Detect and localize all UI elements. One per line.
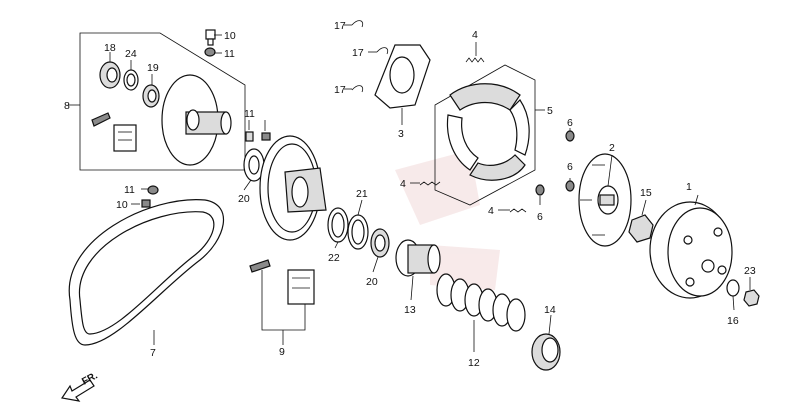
- part-11-nut-upper: [204, 47, 216, 57]
- part-12-spring: [436, 273, 526, 332]
- callout-21: 21: [356, 188, 368, 200]
- part-16-washer: [726, 279, 740, 297]
- callout-6-a: 6: [567, 117, 573, 129]
- part-8-plate: [113, 124, 137, 152]
- callout-6-c: 6: [537, 211, 543, 223]
- callout-4-top: 4: [472, 29, 478, 41]
- callout-15: 15: [640, 187, 652, 199]
- callout-11-lower: 11: [124, 184, 135, 196]
- part-1-clutch-outer: [649, 201, 733, 299]
- callout-4-mid: 4: [400, 178, 406, 190]
- callout-20-left: 20: [238, 193, 250, 205]
- part-21-o-ring: [347, 214, 369, 250]
- front-direction-arrow-icon: [60, 379, 95, 402]
- part-24-ring: [123, 69, 139, 91]
- part-10-bolt-lower: [141, 199, 151, 208]
- part-9-plate: [287, 269, 315, 305]
- part-11-bolt-mid: [245, 131, 254, 142]
- part-driven-face: [259, 135, 327, 241]
- callout-24: 24: [125, 48, 137, 60]
- callout-2: 2: [609, 142, 615, 154]
- part-4-spring-top: [465, 57, 485, 63]
- front-direction-label: FR.: [80, 370, 100, 387]
- callout-12: 12: [468, 357, 480, 369]
- part-20-seal: [370, 228, 390, 258]
- callout-17-a: 17: [334, 20, 346, 32]
- part-drive-face: [161, 74, 232, 166]
- callout-5: 5: [547, 105, 553, 117]
- callout-8: 8: [64, 100, 70, 112]
- callout-3: 3: [398, 128, 404, 140]
- callout-19: 19: [147, 62, 159, 74]
- part-9-pin: [249, 259, 271, 273]
- callout-6-b: 6: [567, 161, 573, 173]
- callout-1: 1: [686, 181, 692, 193]
- callout-7: 7: [150, 347, 156, 359]
- part-2-drive-plate: [578, 153, 632, 247]
- callout-20-right: 20: [366, 276, 378, 288]
- part-8-clip: [91, 112, 111, 127]
- callout-11-mid: 11: [244, 108, 255, 120]
- group-box-5: [434, 64, 536, 206]
- callout-9: 9: [279, 346, 285, 358]
- part-17-clip-1: [351, 20, 364, 28]
- part-17-clip-2: [376, 47, 389, 55]
- part-13-seal-collar: [395, 239, 441, 277]
- part-3-plate: [374, 44, 431, 109]
- callout-17-c: 17: [334, 84, 346, 96]
- callout-23: 23: [744, 265, 756, 277]
- brand-watermark: [395, 150, 500, 290]
- part-14-collar: [531, 333, 561, 371]
- callout-labels: 1 2 3 4 4 4 5 6 6 6 6 7 8 9 10 10 11 11 …: [64, 20, 756, 388]
- callout-18: 18: [104, 42, 116, 54]
- callout-10-upper: 10: [224, 30, 236, 42]
- part-6-washer-2: [565, 180, 575, 192]
- part-19-bearing: [142, 84, 160, 108]
- part-4-spring-mid: [419, 181, 441, 186]
- part-20-washer: [243, 148, 265, 182]
- group-box-8: [79, 32, 246, 171]
- part-22-o-ring: [327, 207, 349, 243]
- part-4-spring-low: [509, 208, 527, 213]
- part-5-clutch-shoes: [446, 83, 530, 181]
- part-10-bolt-upper: [205, 29, 216, 46]
- callout-16: 16: [727, 315, 739, 327]
- part-23-nut: [743, 289, 760, 307]
- part-6-washer-3: [535, 184, 545, 196]
- leader-lines: [109, 24, 751, 352]
- callout-14: 14: [544, 304, 556, 316]
- callout-22: 22: [328, 252, 340, 264]
- callout-11-upper: 11: [224, 48, 235, 60]
- callout-17-b: 17: [352, 47, 364, 59]
- part-18-bearing: [99, 61, 121, 89]
- callout-13: 13: [404, 304, 416, 316]
- part-11-nut-lower: [147, 185, 159, 195]
- part-10-bolt-mid: [261, 132, 271, 141]
- callout-4-low: 4: [488, 205, 494, 217]
- part-17-clip-3: [351, 85, 364, 93]
- part-7-drive-belt: [68, 199, 224, 346]
- part-15-nut: [628, 214, 654, 243]
- callout-10-lower: 10: [116, 199, 128, 211]
